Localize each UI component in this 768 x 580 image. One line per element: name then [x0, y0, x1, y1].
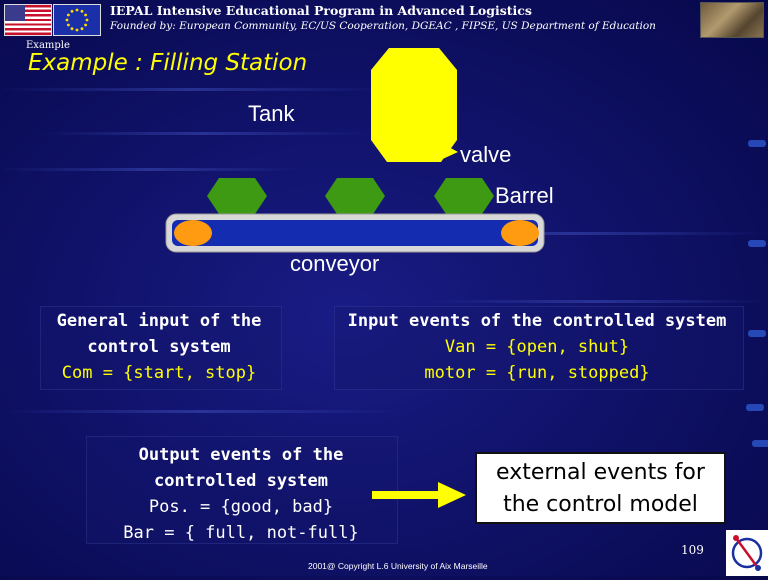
input-events-heading: Input events of the controlled system [347, 311, 727, 331]
page-number: 109 [681, 543, 704, 557]
tank-shape [371, 48, 457, 162]
barrel-1 [207, 178, 267, 214]
general-input-value: Com = {start, stop} [61, 363, 257, 383]
university-logo-icon [726, 530, 768, 576]
tank-label: Tank [248, 101, 295, 126]
output-events-panel [86, 436, 398, 544]
valve-shape [436, 140, 458, 162]
general-input-block: General input of the control system Com … [47, 308, 271, 386]
external-events-line-1: external events for [496, 460, 705, 485]
barrel-3 [434, 178, 494, 214]
output-events-line-1: Pos. = {good, bad} [148, 497, 334, 517]
input-events-block: Input events of the controlled system Va… [336, 308, 738, 386]
general-input-panel [40, 306, 282, 390]
general-input-heading-1: General input of the [56, 311, 262, 331]
barrel-label: Barrel [495, 183, 554, 208]
input-events-panel [334, 306, 744, 390]
program-title: IEPAL Intensive Educational Program in A… [110, 3, 532, 18]
output-events-heading-2: controlled system [154, 471, 328, 491]
program-subtitle: Founded by: European Community, EC/US Co… [110, 20, 656, 32]
slide-title: Example : Filling Station [28, 50, 308, 76]
right-arrow-icon [372, 482, 466, 508]
general-input-heading-2: control system [87, 337, 231, 357]
barrel-2 [325, 178, 385, 214]
output-events-block: Output events of the controlled system P… [116, 442, 366, 546]
external-events-box: external events for the control model [475, 452, 726, 524]
city-photo-image [700, 2, 764, 38]
header-bar: IEPAL Intensive Educational Program in A… [0, 0, 768, 40]
eu-flag-icon [53, 4, 101, 36]
input-events-line-1: Van = {open, shut} [444, 337, 630, 357]
valve-label: valve [460, 142, 512, 167]
output-events-line-2: Bar = { full, not-full} [123, 523, 359, 543]
conveyor-label: conveyor [290, 251, 380, 276]
external-events-line-2: the control model [503, 492, 698, 517]
breadcrumb: Example [26, 40, 70, 51]
us-flag-icon [4, 4, 52, 36]
copyright-text: 2001@ Copyright L.6 University of Aix Ma… [308, 561, 488, 571]
conveyor-roller-left [174, 220, 212, 246]
output-events-heading-1: Output events of the [138, 445, 344, 465]
input-events-line-2: motor = {run, stopped} [424, 363, 650, 383]
